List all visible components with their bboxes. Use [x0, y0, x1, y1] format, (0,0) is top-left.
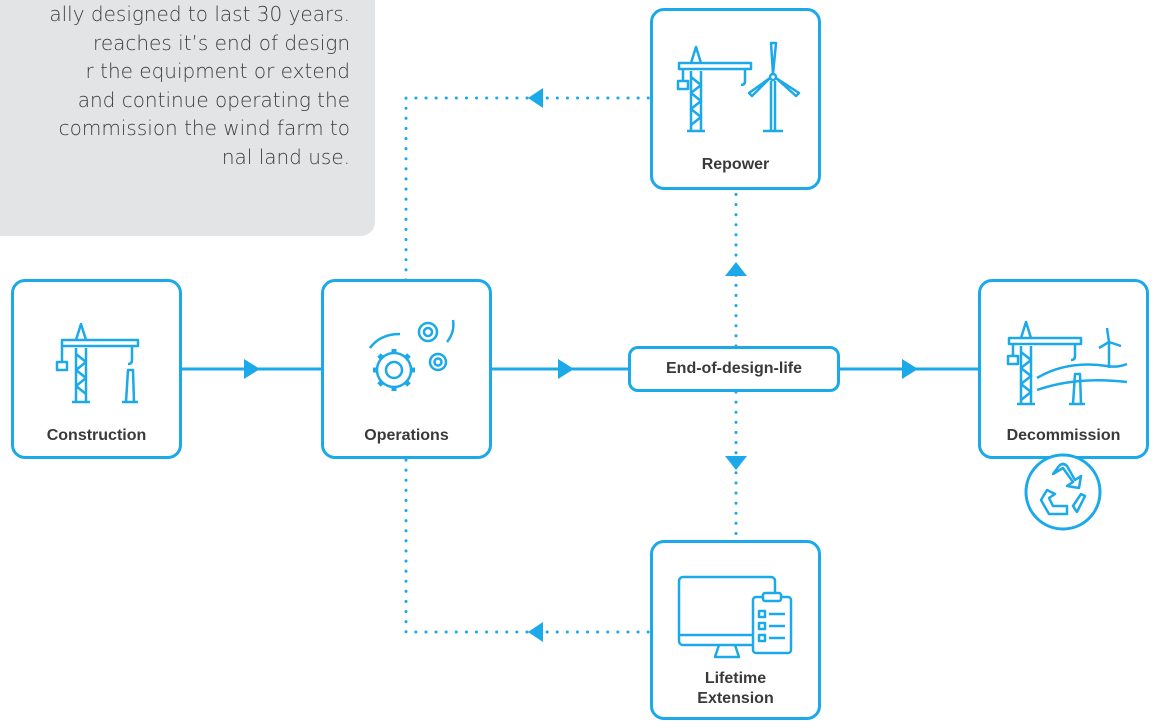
dotted-operations-lifetime: [404, 458, 654, 634]
arrow-down-lifetime: [725, 456, 747, 470]
operations-box: Operations: [321, 279, 492, 459]
arrow-right-2: [558, 359, 574, 379]
arrow-right-1: [244, 359, 260, 379]
arrow-right-3: [902, 359, 918, 379]
info-note-text: ally designed to last 30 years. reaches …: [49, 2, 350, 169]
lifetime-extension-label: Lifetime Extension: [697, 670, 774, 707]
lifetime-extension-box: Lifetime Extension: [650, 540, 821, 720]
crane-wind-turbine-icon: [676, 41, 801, 133]
dotted-operations-repower: [404, 96, 654, 282]
info-note: ally designed to last 30 years. reaches …: [0, 0, 375, 236]
construction-label: Construction: [46, 427, 147, 444]
decommission-label: Decommission: [1006, 427, 1121, 444]
crane-landscape-icon: [1006, 320, 1128, 406]
repower-label: Repower: [701, 156, 770, 173]
arrow-left-repower: [528, 88, 543, 108]
operations-label: Operations: [364, 427, 449, 444]
recycle-icon: [1024, 453, 1102, 531]
construction-box: Construction: [11, 279, 182, 459]
crane-icon: [55, 322, 140, 404]
arrow-left-lifetime: [528, 622, 543, 642]
arrow-up-repower: [725, 262, 747, 276]
end-of-design-life-node: End-of-design-life: [628, 346, 840, 392]
repower-box: Repower: [650, 8, 821, 190]
decommission-box: Decommission: [978, 279, 1149, 459]
gears-icon: [368, 319, 455, 391]
monitor-clipboard-icon: [677, 575, 793, 659]
